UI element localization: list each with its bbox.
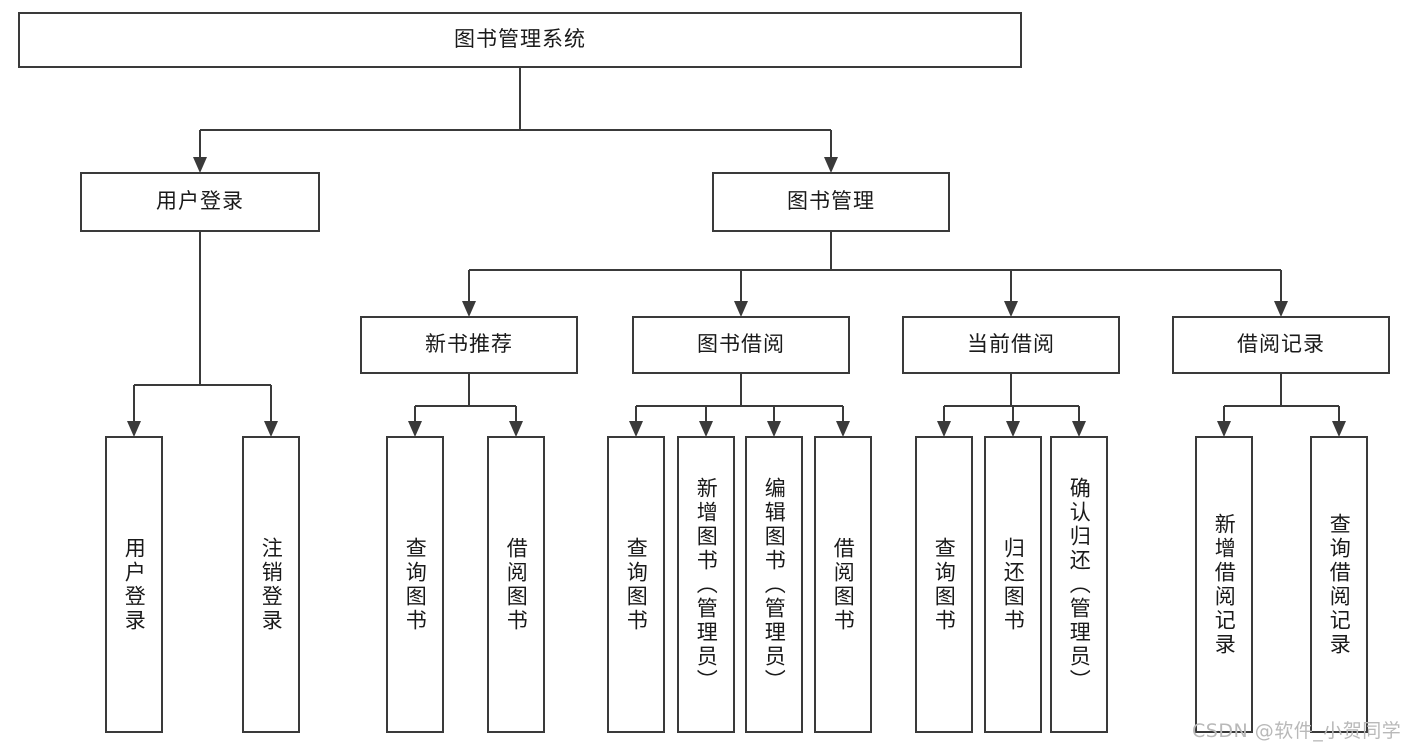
leaf-edit-book-admin: 编辑图书（管理员） bbox=[745, 436, 803, 733]
leaf-query-book-current: 查询图书 bbox=[915, 436, 973, 733]
leaf-query-borrow-record: 查询借阅记录 bbox=[1310, 436, 1368, 733]
arrowhead-icon bbox=[1332, 421, 1346, 437]
node-user-login: 用户登录 bbox=[80, 172, 320, 232]
arrowhead-icon bbox=[629, 421, 643, 437]
connector-branch bbox=[1010, 270, 1012, 303]
node-label: 借阅图书 bbox=[831, 536, 856, 633]
node-label: 图书借阅 bbox=[697, 332, 785, 357]
leaf-confirm-return-admin: 确认归还（管理员） bbox=[1050, 436, 1108, 733]
node-root-library-system: 图书管理系统 bbox=[18, 12, 1022, 68]
node-label: 新增图书（管理员） bbox=[694, 476, 719, 693]
node-label: 查询图书 bbox=[624, 536, 649, 633]
arrowhead-icon bbox=[462, 301, 476, 317]
connector-branch bbox=[270, 385, 272, 423]
leaf-user-login: 用户登录 bbox=[105, 436, 163, 733]
connector-branch bbox=[1280, 270, 1282, 303]
arrowhead-icon bbox=[937, 421, 951, 437]
node-label: 图书管理系统 bbox=[454, 27, 586, 52]
node-label: 编辑图书（管理员） bbox=[762, 476, 787, 693]
node-label: 借阅记录 bbox=[1237, 332, 1325, 357]
connector-bus bbox=[200, 129, 831, 131]
node-label: 用户登录 bbox=[122, 536, 147, 633]
connector-branch bbox=[1338, 406, 1340, 423]
csdn-watermark: CSDN @软件_小贺同学 bbox=[1192, 720, 1402, 742]
connector-branch bbox=[943, 406, 945, 423]
arrowhead-icon bbox=[1217, 421, 1231, 437]
node-label: 查询借阅记录 bbox=[1327, 512, 1352, 657]
connector-trunk bbox=[468, 374, 470, 406]
arrowhead-icon bbox=[836, 421, 850, 437]
connector-bus bbox=[134, 384, 271, 386]
arrowhead-icon bbox=[1004, 301, 1018, 317]
node-label: 查询图书 bbox=[403, 536, 428, 633]
node-label: 当前借阅 bbox=[967, 332, 1055, 357]
connector-trunk bbox=[830, 232, 832, 270]
arrowhead-icon bbox=[767, 421, 781, 437]
connector-branch bbox=[414, 406, 416, 423]
connector-bus bbox=[469, 269, 1281, 271]
connector-branch bbox=[1078, 406, 1080, 423]
connector-branch bbox=[635, 406, 637, 423]
connector-branch bbox=[468, 270, 470, 303]
leaf-return-book: 归还图书 bbox=[984, 436, 1042, 733]
connector-bus bbox=[944, 405, 1079, 407]
arrowhead-icon bbox=[1274, 301, 1288, 317]
connector-branch bbox=[515, 406, 517, 423]
leaf-query-book-borrow: 查询图书 bbox=[607, 436, 665, 733]
leaf-borrow-book-rec: 借阅图书 bbox=[487, 436, 545, 733]
connector-branch bbox=[199, 130, 201, 159]
connector-branch bbox=[740, 270, 742, 303]
connector-branch bbox=[133, 385, 135, 423]
arrowhead-icon bbox=[408, 421, 422, 437]
node-label: 新书推荐 bbox=[425, 332, 513, 357]
arrowhead-icon bbox=[509, 421, 523, 437]
connector-trunk bbox=[1280, 374, 1282, 406]
leaf-query-book-rec: 查询图书 bbox=[386, 436, 444, 733]
arrowhead-icon bbox=[1072, 421, 1086, 437]
connector-trunk bbox=[519, 68, 521, 130]
node-label: 注销登录 bbox=[259, 536, 284, 633]
node-book-borrow: 图书借阅 bbox=[632, 316, 850, 374]
leaf-logout: 注销登录 bbox=[242, 436, 300, 733]
arrowhead-icon bbox=[824, 157, 838, 173]
leaf-add-borrow-record: 新增借阅记录 bbox=[1195, 436, 1253, 733]
node-label: 借阅图书 bbox=[504, 536, 529, 633]
connector-bus bbox=[636, 405, 843, 407]
node-label: 确认归还（管理员） bbox=[1067, 476, 1092, 693]
node-label: 查询图书 bbox=[932, 536, 957, 633]
leaf-add-book-admin: 新增图书（管理员） bbox=[677, 436, 735, 733]
leaf-borrow-book: 借阅图书 bbox=[814, 436, 872, 733]
node-new-book-recommend: 新书推荐 bbox=[360, 316, 578, 374]
node-label: 图书管理 bbox=[787, 189, 875, 214]
node-label: 归还图书 bbox=[1001, 536, 1026, 633]
connector-branch bbox=[773, 406, 775, 423]
node-book-management: 图书管理 bbox=[712, 172, 950, 232]
node-label: 新增借阅记录 bbox=[1212, 512, 1237, 657]
node-label: 用户登录 bbox=[156, 189, 244, 214]
connector-branch bbox=[1223, 406, 1225, 423]
node-borrow-record: 借阅记录 bbox=[1172, 316, 1390, 374]
node-current-borrow: 当前借阅 bbox=[902, 316, 1120, 374]
connector-branch bbox=[705, 406, 707, 423]
arrowhead-icon bbox=[1006, 421, 1020, 437]
connector-branch bbox=[830, 130, 832, 159]
connector-trunk bbox=[199, 232, 201, 385]
connector-bus bbox=[1224, 405, 1339, 407]
connector-trunk bbox=[740, 374, 742, 406]
arrowhead-icon bbox=[734, 301, 748, 317]
arrowhead-icon bbox=[127, 421, 141, 437]
connector-branch bbox=[842, 406, 844, 423]
connector-bus bbox=[415, 405, 516, 407]
arrowhead-icon bbox=[193, 157, 207, 173]
arrowhead-icon bbox=[699, 421, 713, 437]
arrowhead-icon bbox=[264, 421, 278, 437]
connector-trunk bbox=[1010, 374, 1012, 406]
connector-branch bbox=[1012, 406, 1014, 423]
